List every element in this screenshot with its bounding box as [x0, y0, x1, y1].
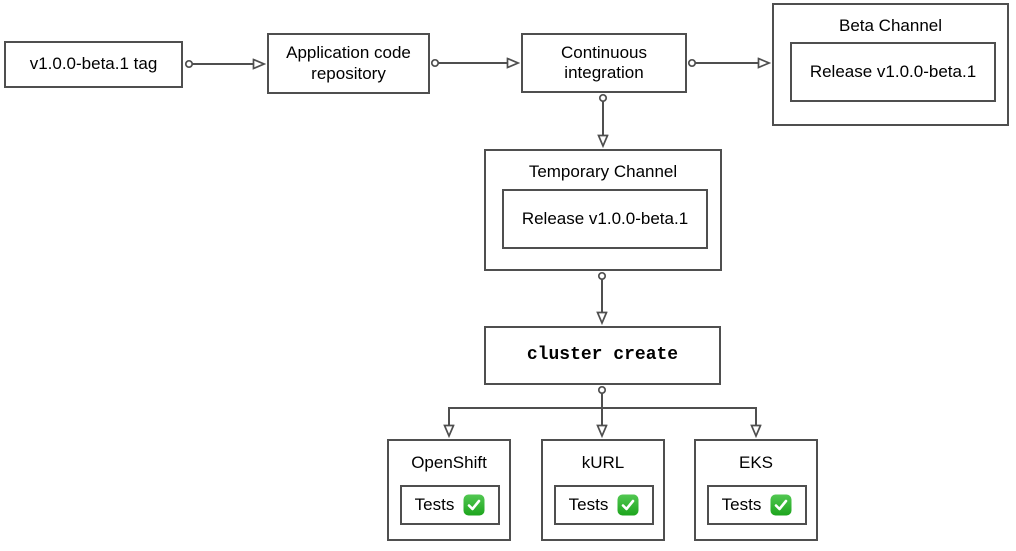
node-continuous-integration: Continuous integration: [521, 33, 687, 93]
node-cluster-create-label: cluster create: [526, 344, 679, 365]
node-beta-release: Release v1.0.0-beta.1: [790, 42, 996, 102]
node-temporary-release: Release v1.0.0-beta.1: [502, 189, 708, 249]
node-continuous-integration-label: Continuous integration: [560, 42, 647, 82]
check-mark-button-icon: [463, 494, 485, 516]
connector-cluster-create-to-eks: [602, 407, 756, 436]
node-openshift-tests: Tests: [400, 485, 500, 525]
group-openshift-title: OpenShift: [411, 453, 487, 472]
tests-label: Tests: [568, 495, 609, 514]
node-beta-release-label: Release v1.0.0-beta.1: [809, 62, 977, 81]
group-openshift: OpenShift Tests: [387, 439, 511, 541]
node-application-code-repository: Application code repository: [267, 33, 430, 94]
group-temporary-channel: Temporary Channel Release v1.0.0-beta.1: [484, 149, 722, 271]
tests-label: Tests: [721, 495, 762, 514]
node-application-code-repository-label: Application code repository: [286, 43, 411, 83]
node-temporary-release-label: Release v1.0.0-beta.1: [521, 209, 689, 228]
group-beta-channel: Beta Channel Release v1.0.0-beta.1: [772, 3, 1009, 126]
check-mark-button-icon: [617, 494, 639, 516]
tests-label: Tests: [414, 495, 455, 514]
node-version-tag-label: v1.0.0-beta.1 tag: [29, 54, 158, 74]
node-version-tag: v1.0.0-beta.1 tag: [4, 41, 183, 88]
connector-cluster-create-to-openshift: [449, 407, 602, 436]
group-kurl-title: kURL: [581, 453, 625, 472]
node-eks-tests: Tests: [707, 485, 807, 525]
group-eks-title: EKS: [738, 453, 774, 472]
group-kurl: kURL Tests: [541, 439, 665, 541]
group-eks: EKS Tests: [694, 439, 818, 541]
check-mark-button-icon: [770, 494, 792, 516]
node-kurl-tests: Tests: [554, 485, 654, 525]
group-beta-channel-title: Beta Channel: [838, 16, 943, 35]
group-temporary-channel-title: Temporary Channel: [528, 162, 678, 181]
node-cluster-create: cluster create: [484, 326, 721, 385]
